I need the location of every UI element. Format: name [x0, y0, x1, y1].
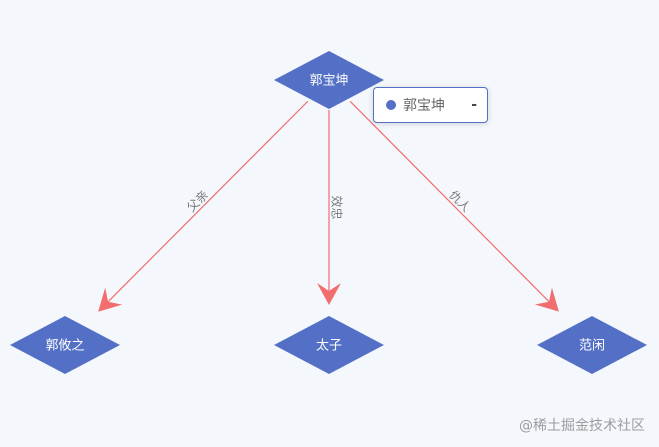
edge-arrowhead — [534, 287, 559, 312]
tooltip-value: - — [471, 97, 477, 113]
node-diamond[interactable] — [274, 316, 384, 374]
edge-line — [349, 100, 550, 303]
tooltip-name: 郭宝坤 — [403, 98, 445, 114]
edge-line — [107, 100, 309, 303]
node-taizi[interactable]: 太子 — [274, 316, 384, 374]
edge-label: 效忠 — [330, 195, 345, 219]
node-diamond[interactable] — [274, 51, 384, 109]
edge-guo-youzhi: 父亲 — [98, 100, 309, 312]
node-label: 太子 — [316, 339, 342, 354]
node-guo-baokun[interactable]: 郭宝坤 — [274, 51, 384, 109]
node-label: 范闲 — [579, 339, 605, 354]
node-label: 郭攸之 — [45, 338, 84, 354]
node-label: 郭宝坤 — [309, 73, 348, 89]
tooltip-marker — [386, 100, 396, 110]
node-diamond[interactable] — [537, 316, 647, 374]
node-fanxian[interactable]: 范闲 — [537, 316, 647, 374]
edge-taizi: 效忠 — [317, 110, 345, 305]
edge-arrowhead — [98, 287, 123, 312]
watermark: @稀土掘金技术社区 — [519, 418, 645, 434]
edge-label: 仇人 — [446, 188, 473, 215]
edge-arrowhead — [317, 283, 341, 305]
edge-fanxian: 仇人 — [349, 100, 559, 312]
edge-label: 父亲 — [184, 188, 211, 215]
node-tooltip: 郭宝坤 - — [373, 87, 488, 123]
node-diamond[interactable] — [10, 316, 120, 374]
node-guo-youzhi[interactable]: 郭攸之 — [10, 316, 120, 374]
